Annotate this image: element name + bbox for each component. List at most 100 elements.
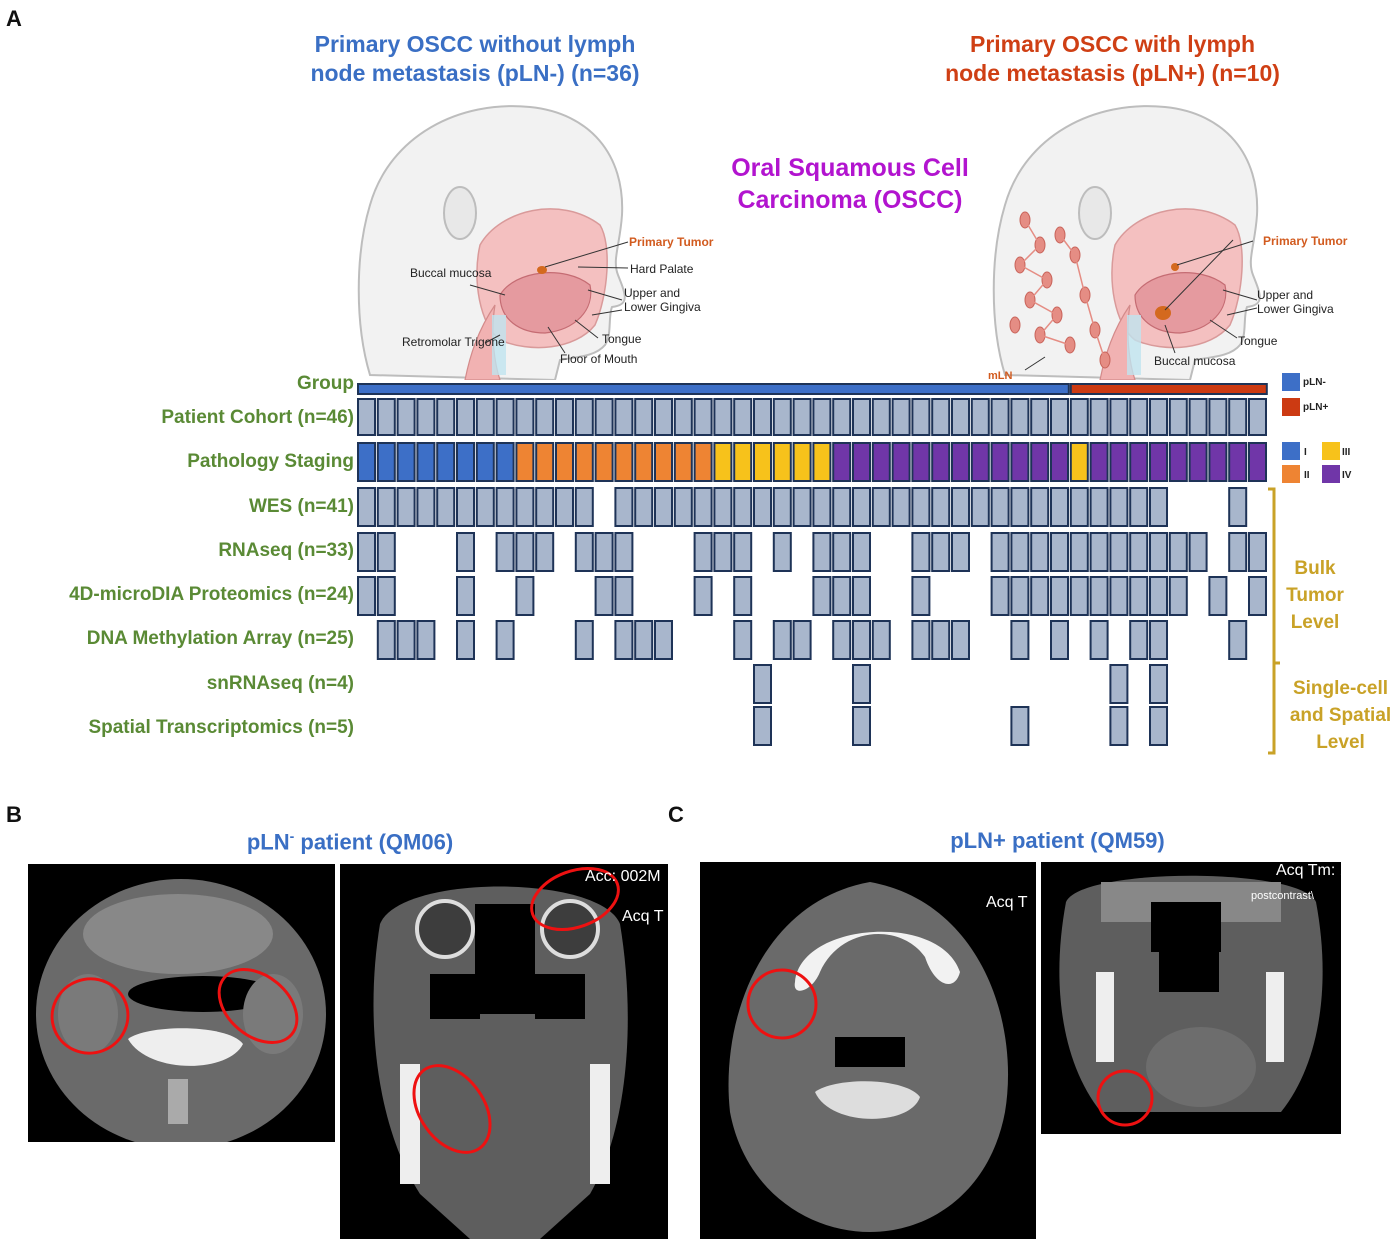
cohort-cell: [1129, 398, 1149, 436]
ct-coronal-qm06: Acc: 002M Acq T: [340, 864, 668, 1239]
staging-cell: [654, 442, 673, 482]
staging-cell: [693, 442, 713, 482]
methylation-cell: [1050, 620, 1069, 660]
rnaseq-cell: [456, 532, 475, 572]
group-bar-pln-neg: [357, 383, 1070, 395]
label-primary-tumor: Primary Tumor: [629, 235, 714, 249]
proteomics-cell: [832, 576, 852, 616]
proteomics-cell: [1089, 576, 1109, 616]
staging-cell: [812, 442, 832, 482]
wes-cell: [931, 487, 951, 527]
wes-cell: [852, 487, 871, 527]
staging-cell: [852, 442, 871, 482]
staging-cell: [515, 442, 535, 482]
staging-cell: [416, 442, 436, 482]
ct-axial-image: [728, 882, 1009, 1232]
wes-cell: [871, 487, 891, 527]
title-pln-negative: Primary OSCC without lymph node metastas…: [270, 30, 680, 88]
wes-cell: [772, 487, 792, 527]
side-label-line: Level: [1290, 612, 1340, 633]
panel-c-title: pLN+ patient (QM59): [950, 828, 1165, 853]
wes-cell: [693, 487, 713, 527]
rnaseq-cell: [1050, 532, 1069, 572]
cohort-cell: [911, 398, 931, 436]
staging-cell: [1030, 442, 1050, 482]
wes-cell: [396, 487, 416, 527]
staging-cell: [891, 442, 911, 482]
staging-cell: [832, 442, 852, 482]
row-label-snrnaseq: snRNAseq (n=4): [206, 673, 354, 694]
proteomics-cell: [693, 576, 713, 616]
proteomics-cell: [812, 576, 832, 616]
cohort-cell: [970, 398, 990, 436]
methylation-cell: [733, 620, 753, 660]
proteomics-cell: [456, 576, 475, 616]
wes-cell: [1010, 487, 1030, 527]
rnaseq-cell: [693, 532, 713, 572]
wes-cell: [456, 487, 475, 527]
methylation-cell: [1089, 620, 1109, 660]
rnaseq-cell: [1228, 532, 1248, 572]
row-label-methylation: DNA Methylation Array (n=25): [86, 628, 354, 649]
staging-cell: [357, 442, 376, 482]
staging-cell: [772, 442, 792, 482]
panel-b-title-sup: -: [289, 828, 295, 844]
methylation-cell: [376, 620, 396, 660]
cohort-cell: [416, 398, 436, 436]
cohort-cell: [812, 398, 832, 436]
proteomics-cell: [1168, 576, 1188, 616]
legend-swatch-stage-iii: [1322, 442, 1340, 460]
row-label-proteomics: 4D-microDIA Proteomics (n=24): [69, 584, 354, 605]
ct-coronal-image: [1059, 875, 1323, 1127]
wes-cell: [535, 487, 555, 527]
methylation-cell: [654, 620, 673, 660]
cohort-matrix: [357, 383, 1268, 746]
row-label-staging: Pathology Staging: [187, 451, 354, 472]
rnaseq-cell: [357, 532, 376, 572]
rnaseq-cell: [1188, 532, 1208, 572]
cohort-cell: [713, 398, 733, 436]
methylation-cell: [911, 620, 931, 660]
row-label-group: Group: [297, 373, 354, 394]
ct-axial-qm06: [28, 864, 335, 1142]
label-mln: mLN: [988, 370, 1013, 382]
wes-cell: [733, 487, 753, 527]
methylation-cell: [951, 620, 970, 660]
proteomics-cell: [1010, 576, 1030, 616]
group-bar-pln-pos: [1069, 383, 1268, 395]
wes-cell: [1149, 487, 1168, 527]
staging-cell: [673, 442, 693, 482]
proteomics-cell: [614, 576, 634, 616]
rnaseq-cell: [535, 532, 555, 572]
wes-cell: [1109, 487, 1129, 527]
staging-cell: [951, 442, 970, 482]
panel-b-title-pre: pLN: [246, 829, 290, 855]
snrnaseq-cell: [852, 664, 871, 704]
staging-cell: [574, 442, 594, 482]
label-gingiva: Upper and Lower Gingiva: [624, 286, 701, 314]
methylation-cell: [832, 620, 852, 660]
wes-cell: [713, 487, 733, 527]
proteomics-cell: [1050, 576, 1069, 616]
side-label-line: Level: [1316, 732, 1365, 753]
proteomics-cell: [1208, 576, 1228, 616]
cohort-cell: [832, 398, 852, 436]
wes-cell: [1069, 487, 1089, 527]
cohort-cell: [495, 398, 515, 436]
staging-cell: [1149, 442, 1168, 482]
snrnaseq-cell: [1109, 664, 1129, 704]
wes-cell: [970, 487, 990, 527]
cohort-cell: [396, 398, 416, 436]
cohort-cell: [673, 398, 693, 436]
rnaseq-cell: [1109, 532, 1129, 572]
wes-cell: [673, 487, 693, 527]
ct-overlay-acc: Acc: 002M: [585, 868, 661, 885]
rnaseq-cell: [772, 532, 792, 572]
side-label-line: Bulk: [1294, 558, 1336, 579]
cohort-cell: [951, 398, 970, 436]
label-line: Upper and: [1257, 288, 1314, 302]
label-floor-of-mouth: Floor of Mouth: [560, 352, 638, 366]
staging-cell: [614, 442, 634, 482]
staging-cell: [911, 442, 931, 482]
rnaseq-cell: [495, 532, 515, 572]
